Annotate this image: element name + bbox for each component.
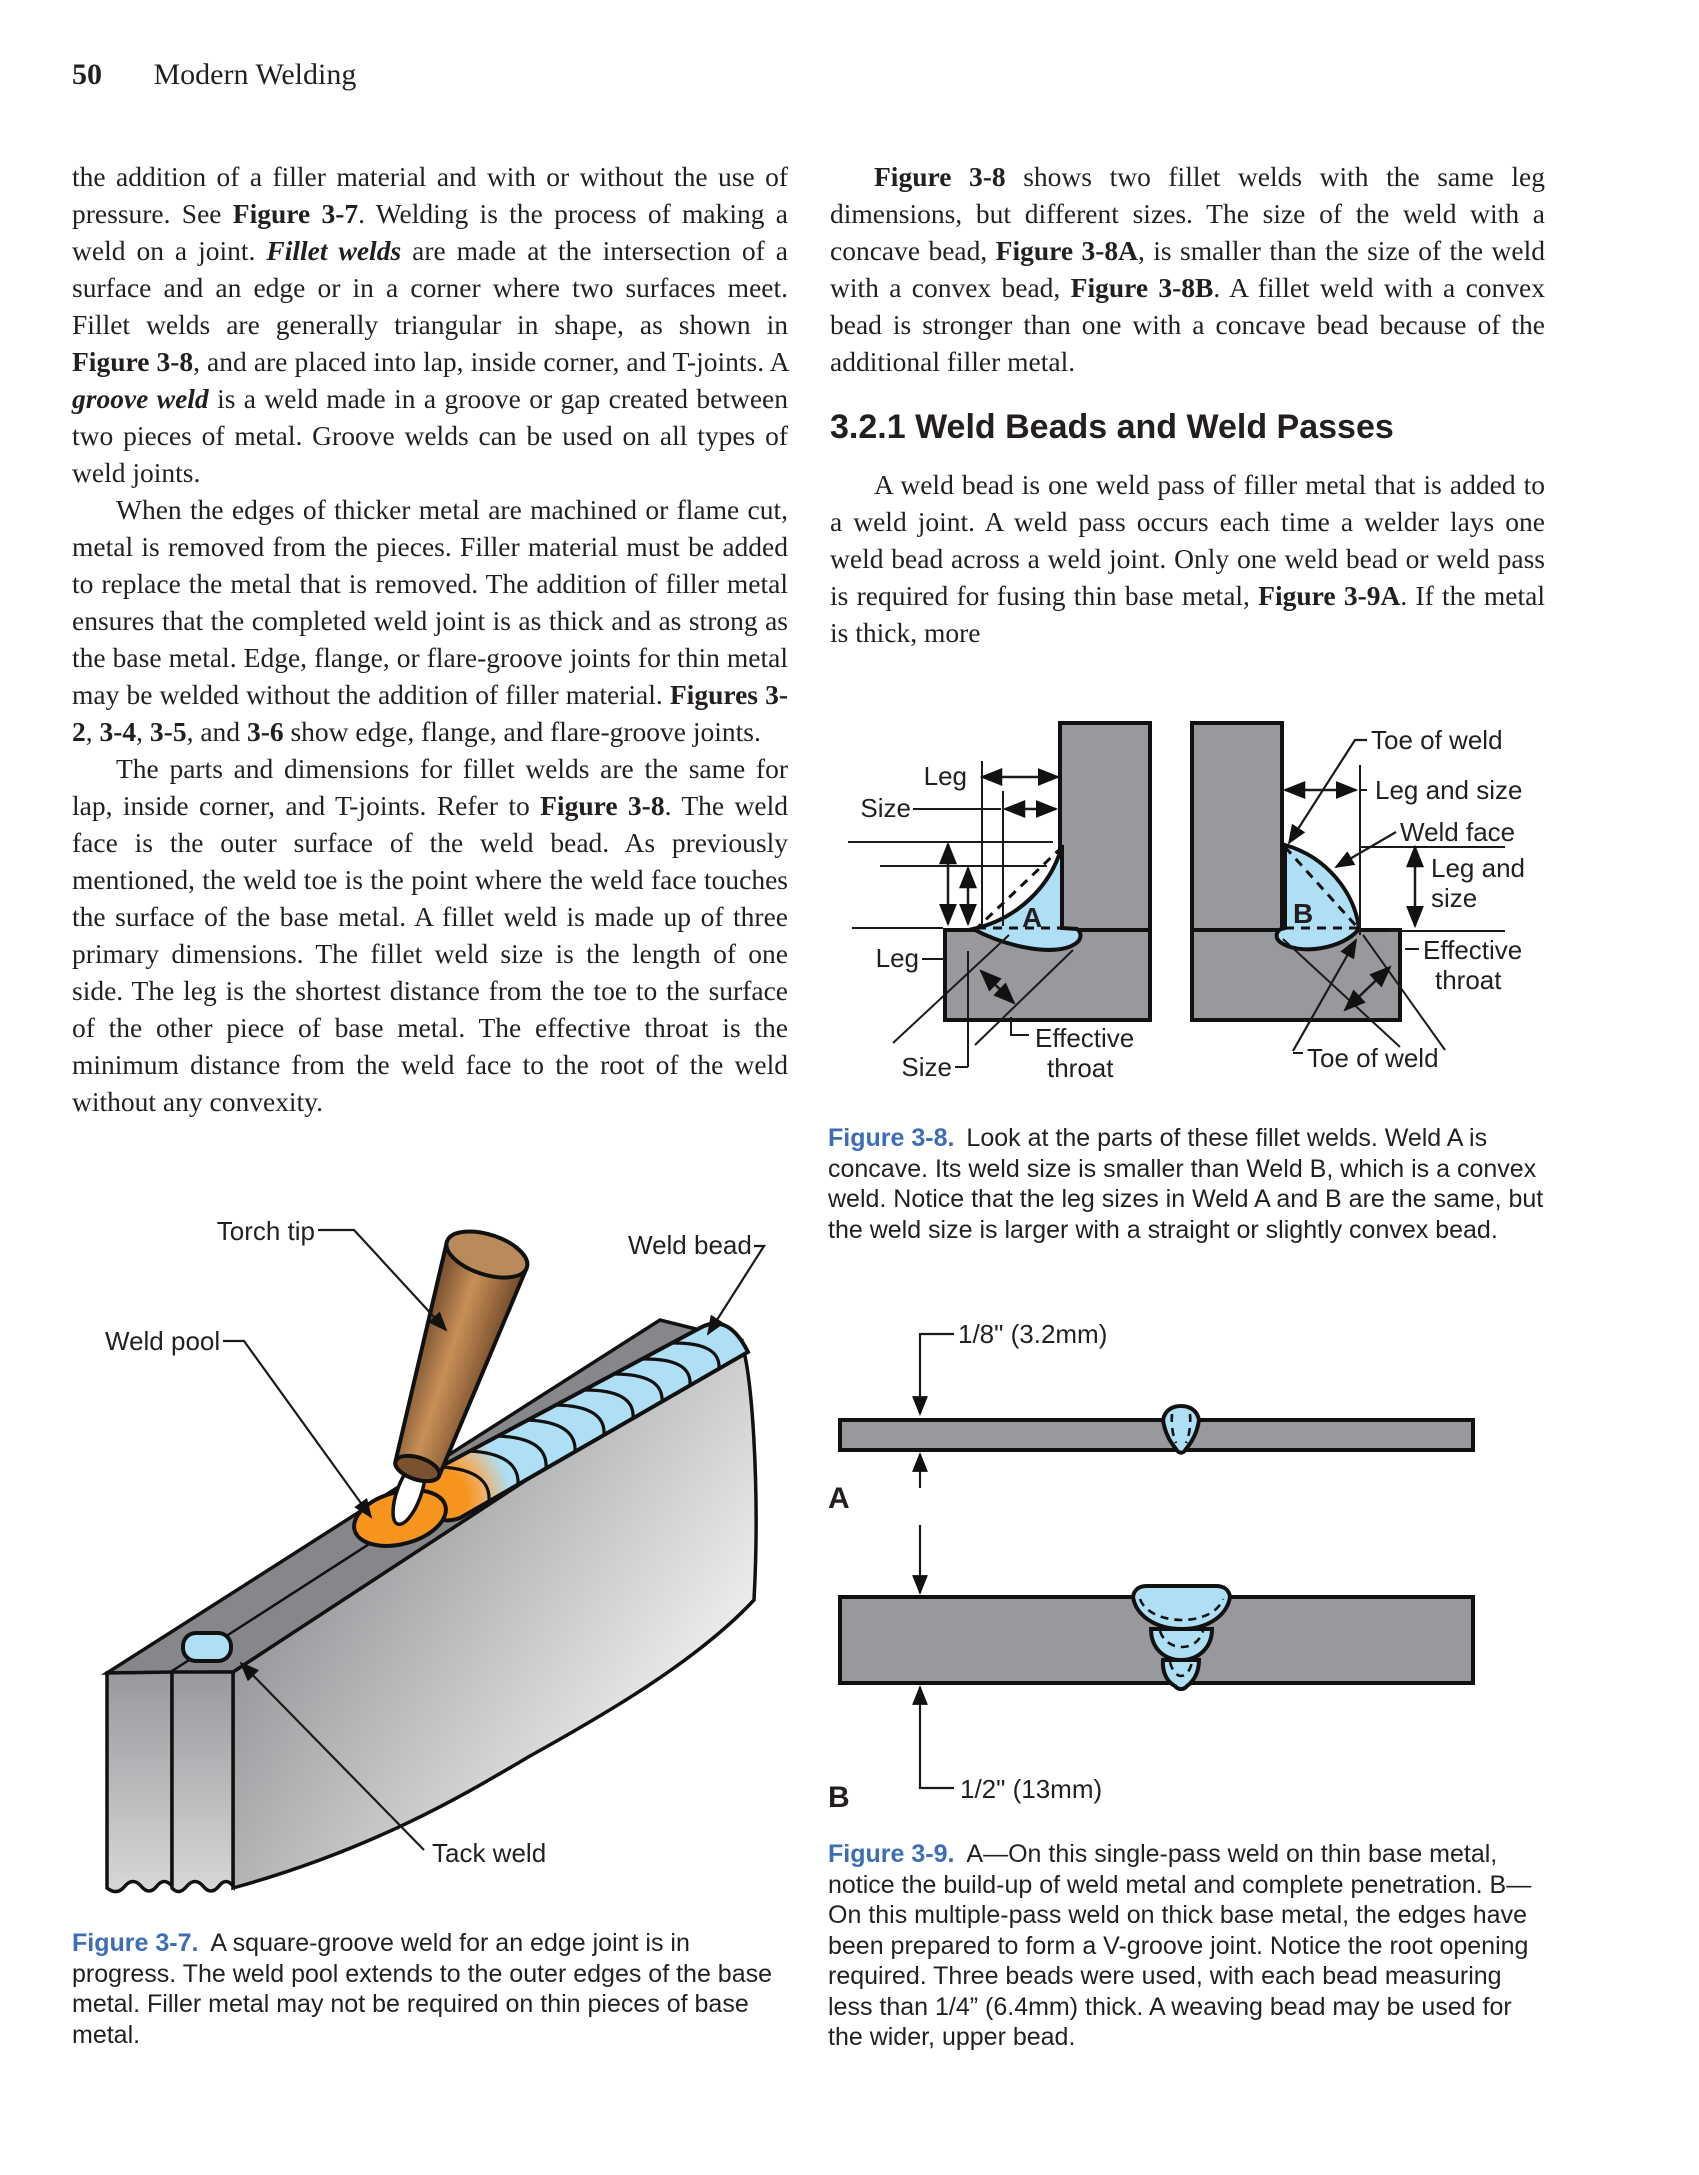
thin-dimension-label: 1/8" (3.2mm)	[958, 1319, 1107, 1349]
paragraph: A weld bead is one weld pass of filler m…	[830, 469, 1545, 648]
leg-and-size-label: Leg and	[1431, 853, 1525, 883]
left-plate-front-face	[105, 1670, 174, 1894]
theoretical-weld-triangle	[975, 845, 1064, 930]
vertical-plate	[1190, 721, 1284, 932]
fillet-weld-b: B Toe of weld Leg and size Weld face Leg…	[1190, 721, 1525, 1073]
figure-3-9-diagram: 1/8" (3.2mm) A 1/2" (13mm) B	[828, 1319, 1475, 1814]
figure-3-7-illustration: Torch tip Weld pool Weld bead Tack weld	[100, 1216, 767, 1894]
effective-throat-label: Effective	[1423, 935, 1522, 965]
page-number: 50	[72, 58, 102, 91]
paragraph: The parts and dimensions for fillet weld…	[72, 753, 788, 1117]
weld-pool-leader	[223, 1339, 373, 1519]
figure-3-8-caption-tag: Figure 3-8.	[828, 1124, 955, 1152]
weld-bead-label: Weld bead	[628, 1230, 752, 1260]
torch-body	[395, 1241, 527, 1476]
base-metal-side-face	[231, 1337, 758, 1891]
figure-3-8-diagram: A Leg Size Leg Size Effective throat B T…	[848, 721, 1525, 1083]
size-bottom-label: Size	[901, 1052, 952, 1082]
thick-dimension-label: 1/2" (13mm)	[960, 1774, 1102, 1804]
figure-3-7-caption: Figure 3-7.A square-groove weld for an e…	[72, 1928, 788, 2050]
left-column: the addition of a filler material and wi…	[72, 158, 788, 1120]
page-header: 50 Modern Welding	[72, 58, 356, 92]
thickness-leader	[918, 1762, 954, 1790]
torch-tip-leader	[318, 1228, 448, 1332]
right-plate-front-face	[170, 1670, 235, 1894]
weld-face-label: Weld face	[1400, 817, 1515, 847]
paragraph: the addition of a filler material and wi…	[72, 161, 788, 488]
thickness-leader	[912, 1332, 954, 1416]
single-pass-weld-a: 1/8" (3.2mm) A	[828, 1319, 1475, 1515]
paragraph: When the edges of thicker metal are mach…	[72, 494, 789, 747]
multiple-pass-weld-b: 1/2" (13mm) B	[828, 1525, 1475, 1814]
figure-3-8-caption-text: Look at the parts of these fillet welds.…	[828, 1124, 1544, 1244]
weld-a-letter: A	[1022, 902, 1042, 933]
toe-of-weld-leader	[1287, 738, 1367, 845]
figure-3-9-caption: Figure 3-9.A—On this single-pass weld on…	[828, 1839, 1548, 2053]
size-top-label: Size	[860, 793, 911, 823]
torch-tip-label: Torch tip	[217, 1216, 315, 1246]
tack-weld-label: Tack weld	[432, 1838, 546, 1868]
figure-3-8-caption: Figure 3-8.Look at the parts of these fi…	[828, 1123, 1548, 1245]
view-a-letter: A	[828, 1482, 850, 1515]
weld-bead-leader	[706, 1244, 767, 1336]
weld-bead-b	[1274, 842, 1362, 952]
figure-3-7-caption-tag: Figure 3-7.	[72, 1929, 199, 1957]
fillet-weld-a: A Leg Size Leg Size Effective throat	[848, 721, 1152, 1083]
torch-top-cap	[444, 1229, 530, 1280]
leg-top-label: Leg	[924, 761, 967, 791]
figure-3-7-caption-text: A square-groove weld for an edge joint i…	[72, 1929, 772, 2049]
tack-weld	[181, 1631, 233, 1663]
effective-throat-label: throat	[1047, 1053, 1114, 1083]
effective-throat-arrow	[1343, 965, 1392, 1012]
bead-detail-lines	[1138, 1598, 1225, 1678]
weld-pool-label: Weld pool	[105, 1326, 220, 1356]
bead-detail-lines	[1170, 1413, 1192, 1444]
figure-3-9-caption-text: A—On this single-pass weld on thin base …	[828, 1840, 1532, 2051]
weld-bead-a	[967, 844, 1083, 952]
vertical-plate	[1058, 721, 1152, 932]
welding-torch	[393, 1229, 530, 1484]
thin-base-metal	[838, 1418, 1475, 1452]
weld-face-leader	[1334, 831, 1397, 868]
view-b-letter: B	[828, 1781, 850, 1814]
theoretical-weld-triangle	[1283, 845, 1360, 930]
paragraph: Figure 3-8 shows two fillet welds with t…	[830, 161, 1545, 377]
toe-of-weld-leader	[1292, 938, 1357, 1052]
figure-3-9-caption-tag: Figure 3-9.	[828, 1840, 955, 1868]
dimension-lines	[1282, 765, 1505, 1054]
upper-weaving-bead	[1130, 1584, 1233, 1632]
section-heading: 3.2.1 Weld Beads and Weld Passes	[830, 408, 1394, 446]
effective-throat-label: Effective	[1035, 1023, 1134, 1053]
book-title: Modern Welding	[153, 58, 357, 91]
leg-and-size-label: size	[1431, 883, 1477, 913]
torch-nozzle	[393, 1453, 442, 1484]
right-column: Figure 3-8 shows two fillet welds with t…	[830, 158, 1545, 651]
tack-weld-leader	[239, 1661, 425, 1851]
torch-outline	[393, 1241, 529, 1477]
effective-throat-label: throat	[1435, 965, 1502, 995]
toe-of-weld-bottom-label: Toe of weld	[1307, 1043, 1439, 1073]
leg-bottom-label: Leg	[876, 943, 919, 973]
leg-and-size-label: Leg and size	[1375, 775, 1522, 805]
toe-of-weld-top-label: Toe of weld	[1371, 725, 1503, 755]
effective-throat-arrow	[979, 969, 1016, 1005]
bead-ripple-arcs	[440, 1341, 721, 1502]
weld-b-letter: B	[1293, 898, 1313, 929]
